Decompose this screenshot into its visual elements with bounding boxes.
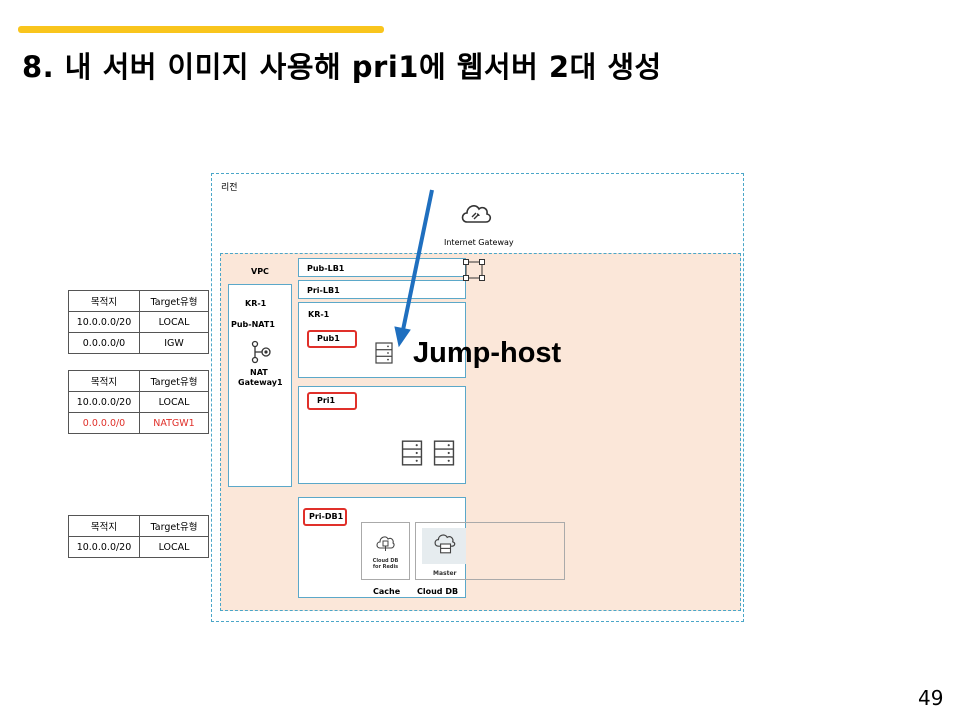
header-destination: 목적지 xyxy=(68,290,140,312)
private-lb-label: Pri-LB1 xyxy=(307,286,340,295)
table-row: 0.0.0.0/0 IGW xyxy=(68,332,209,354)
region-boundary xyxy=(211,173,744,622)
page-number: 49 xyxy=(918,686,944,710)
cache-label: Cache xyxy=(373,587,401,596)
route-destination: 10.0.0.0/20 xyxy=(68,391,140,413)
nat-gateway-label-line1: NAT xyxy=(250,368,268,377)
table-header-row: 목적지 Target유형 xyxy=(68,290,209,312)
internet-gateway-label: Internet Gateway xyxy=(444,238,514,247)
zone-label: KR-1 xyxy=(308,310,330,319)
server-icon xyxy=(433,440,455,466)
redis-label-line2: for Redis xyxy=(372,564,399,570)
database-cloud-icon xyxy=(434,534,456,554)
route-target: NATGW1 xyxy=(139,412,209,434)
route-destination: 0.0.0.0/0 xyxy=(68,412,140,434)
header-target-type: Target유형 xyxy=(139,370,209,392)
cloud-db-box xyxy=(415,522,565,580)
jump-host-annotation: Jump-host xyxy=(413,337,562,369)
redis-label: Cloud DB for Redis xyxy=(364,558,407,570)
route-table-public: 목적지 Target유형 10.0.0.0/20 LOCAL 0.0.0.0/0… xyxy=(68,290,209,354)
header-destination: 목적지 xyxy=(68,370,140,392)
pub1-subnet: Pub1 xyxy=(307,330,357,348)
nat-gateway-label-line2: Gateway1 xyxy=(238,378,283,387)
redis-cloud-icon xyxy=(376,536,395,551)
route-target: LOCAL xyxy=(139,311,209,333)
pri1-subnet: Pri1 xyxy=(307,392,357,410)
route-destination: 0.0.0.0/0 xyxy=(68,332,140,354)
region-label: 리전 xyxy=(221,183,238,193)
slide-title: 8. 내 서버 이미지 사용해 pri1에 웹서버 2대 생성 xyxy=(22,50,662,84)
route-target: IGW xyxy=(139,332,209,354)
table-header-row: 목적지 Target유형 xyxy=(68,515,209,537)
zone-kr1-pub xyxy=(298,302,466,378)
route-table-private: 목적지 Target유형 10.0.0.0/20 LOCAL 0.0.0.0/0… xyxy=(68,370,209,434)
table-row: 10.0.0.0/20 LOCAL xyxy=(68,311,209,333)
vpc-label: VPC xyxy=(251,267,269,276)
route-target: LOCAL xyxy=(139,391,209,413)
table-row-highlighted: 0.0.0.0/0 NATGW1 xyxy=(68,412,209,434)
zone-kr1-nat xyxy=(228,284,292,487)
route-target: LOCAL xyxy=(139,536,209,558)
server-icon xyxy=(401,440,423,466)
header-target-type: Target유형 xyxy=(139,515,209,537)
subnet-label: Pub-NAT1 xyxy=(231,320,275,329)
route-destination: 10.0.0.0/20 xyxy=(68,536,140,558)
load-balancer-icon xyxy=(463,259,485,281)
route-destination: 10.0.0.0/20 xyxy=(68,311,140,333)
table-row: 10.0.0.0/20 LOCAL xyxy=(68,391,209,413)
cloud-db-label: Cloud DB xyxy=(417,587,459,596)
header-target-type: Target유형 xyxy=(139,290,209,312)
nat-gateway-icon xyxy=(251,340,271,364)
route-table-db: 목적지 Target유형 10.0.0.0/20 LOCAL xyxy=(68,515,209,558)
server-icon xyxy=(375,342,393,364)
table-header-row: 목적지 Target유형 xyxy=(68,370,209,392)
cloud-icon xyxy=(461,204,492,223)
pri-db-subnet: Pri-DB1 xyxy=(303,508,347,526)
header-destination: 목적지 xyxy=(68,515,140,537)
master-label: Master xyxy=(433,570,457,577)
title-accent-bar xyxy=(18,26,384,33)
zone-label: KR-1 xyxy=(245,299,267,308)
public-lb-label: Pub-LB1 xyxy=(307,264,345,273)
table-row: 10.0.0.0/20 LOCAL xyxy=(68,536,209,558)
redis-label-line1: Cloud DB xyxy=(372,558,399,564)
